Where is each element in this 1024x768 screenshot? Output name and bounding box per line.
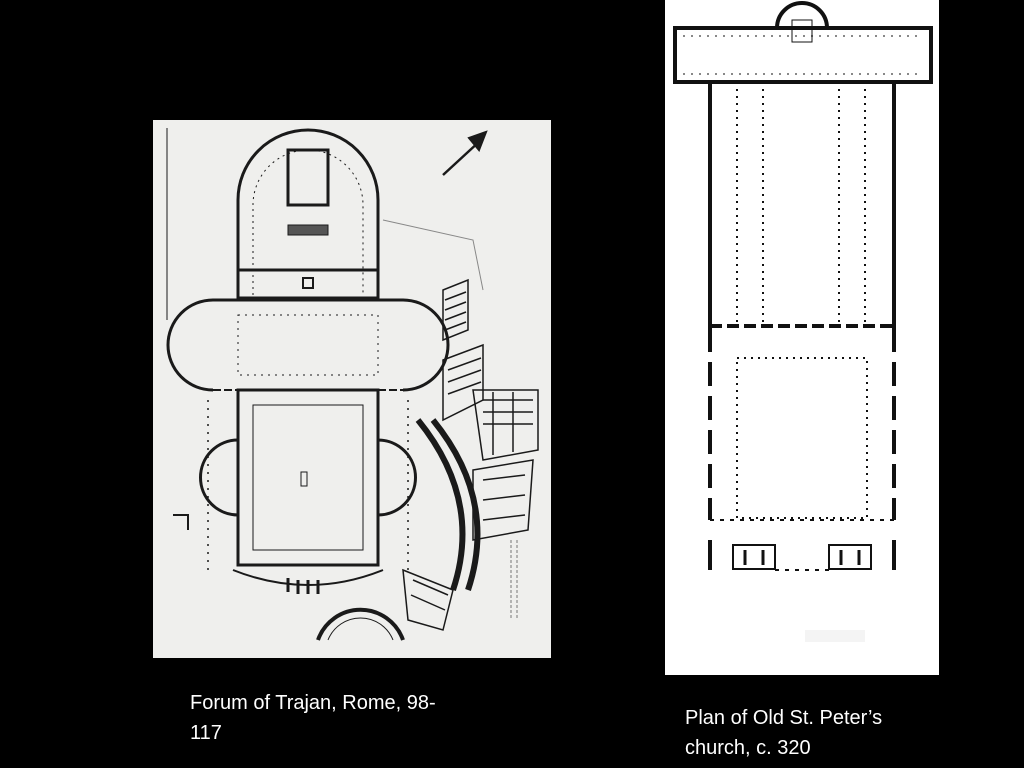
transept: [673, 26, 933, 84]
atrium: [736, 357, 868, 519]
forum-of-trajan-plan-image: [153, 120, 551, 658]
left-gatehouse: [732, 544, 776, 570]
colonnades: [736, 82, 866, 324]
apse: [775, 1, 829, 29]
lower-arch: [316, 607, 405, 641]
margin-note: [510, 540, 518, 620]
forum-square: [236, 388, 380, 567]
north-arrow-icon: [442, 130, 488, 176]
caption-forum-of-trajan: Forum of Trajan, Rome, 98- 117: [190, 692, 436, 744]
upper-apse: [236, 128, 380, 300]
old-st-peters-plan-image: [665, 0, 939, 675]
caption-old-st-peters: Plan of Old St. Peter’s church, c. 320: [685, 707, 883, 759]
forum-of-trajan-plan-drawing: [166, 128, 539, 641]
old-st-peters-plan-drawing: [673, 1, 933, 642]
right-apse: [402, 298, 450, 392]
left-apse: [166, 298, 214, 392]
right-gatehouse: [828, 544, 872, 570]
